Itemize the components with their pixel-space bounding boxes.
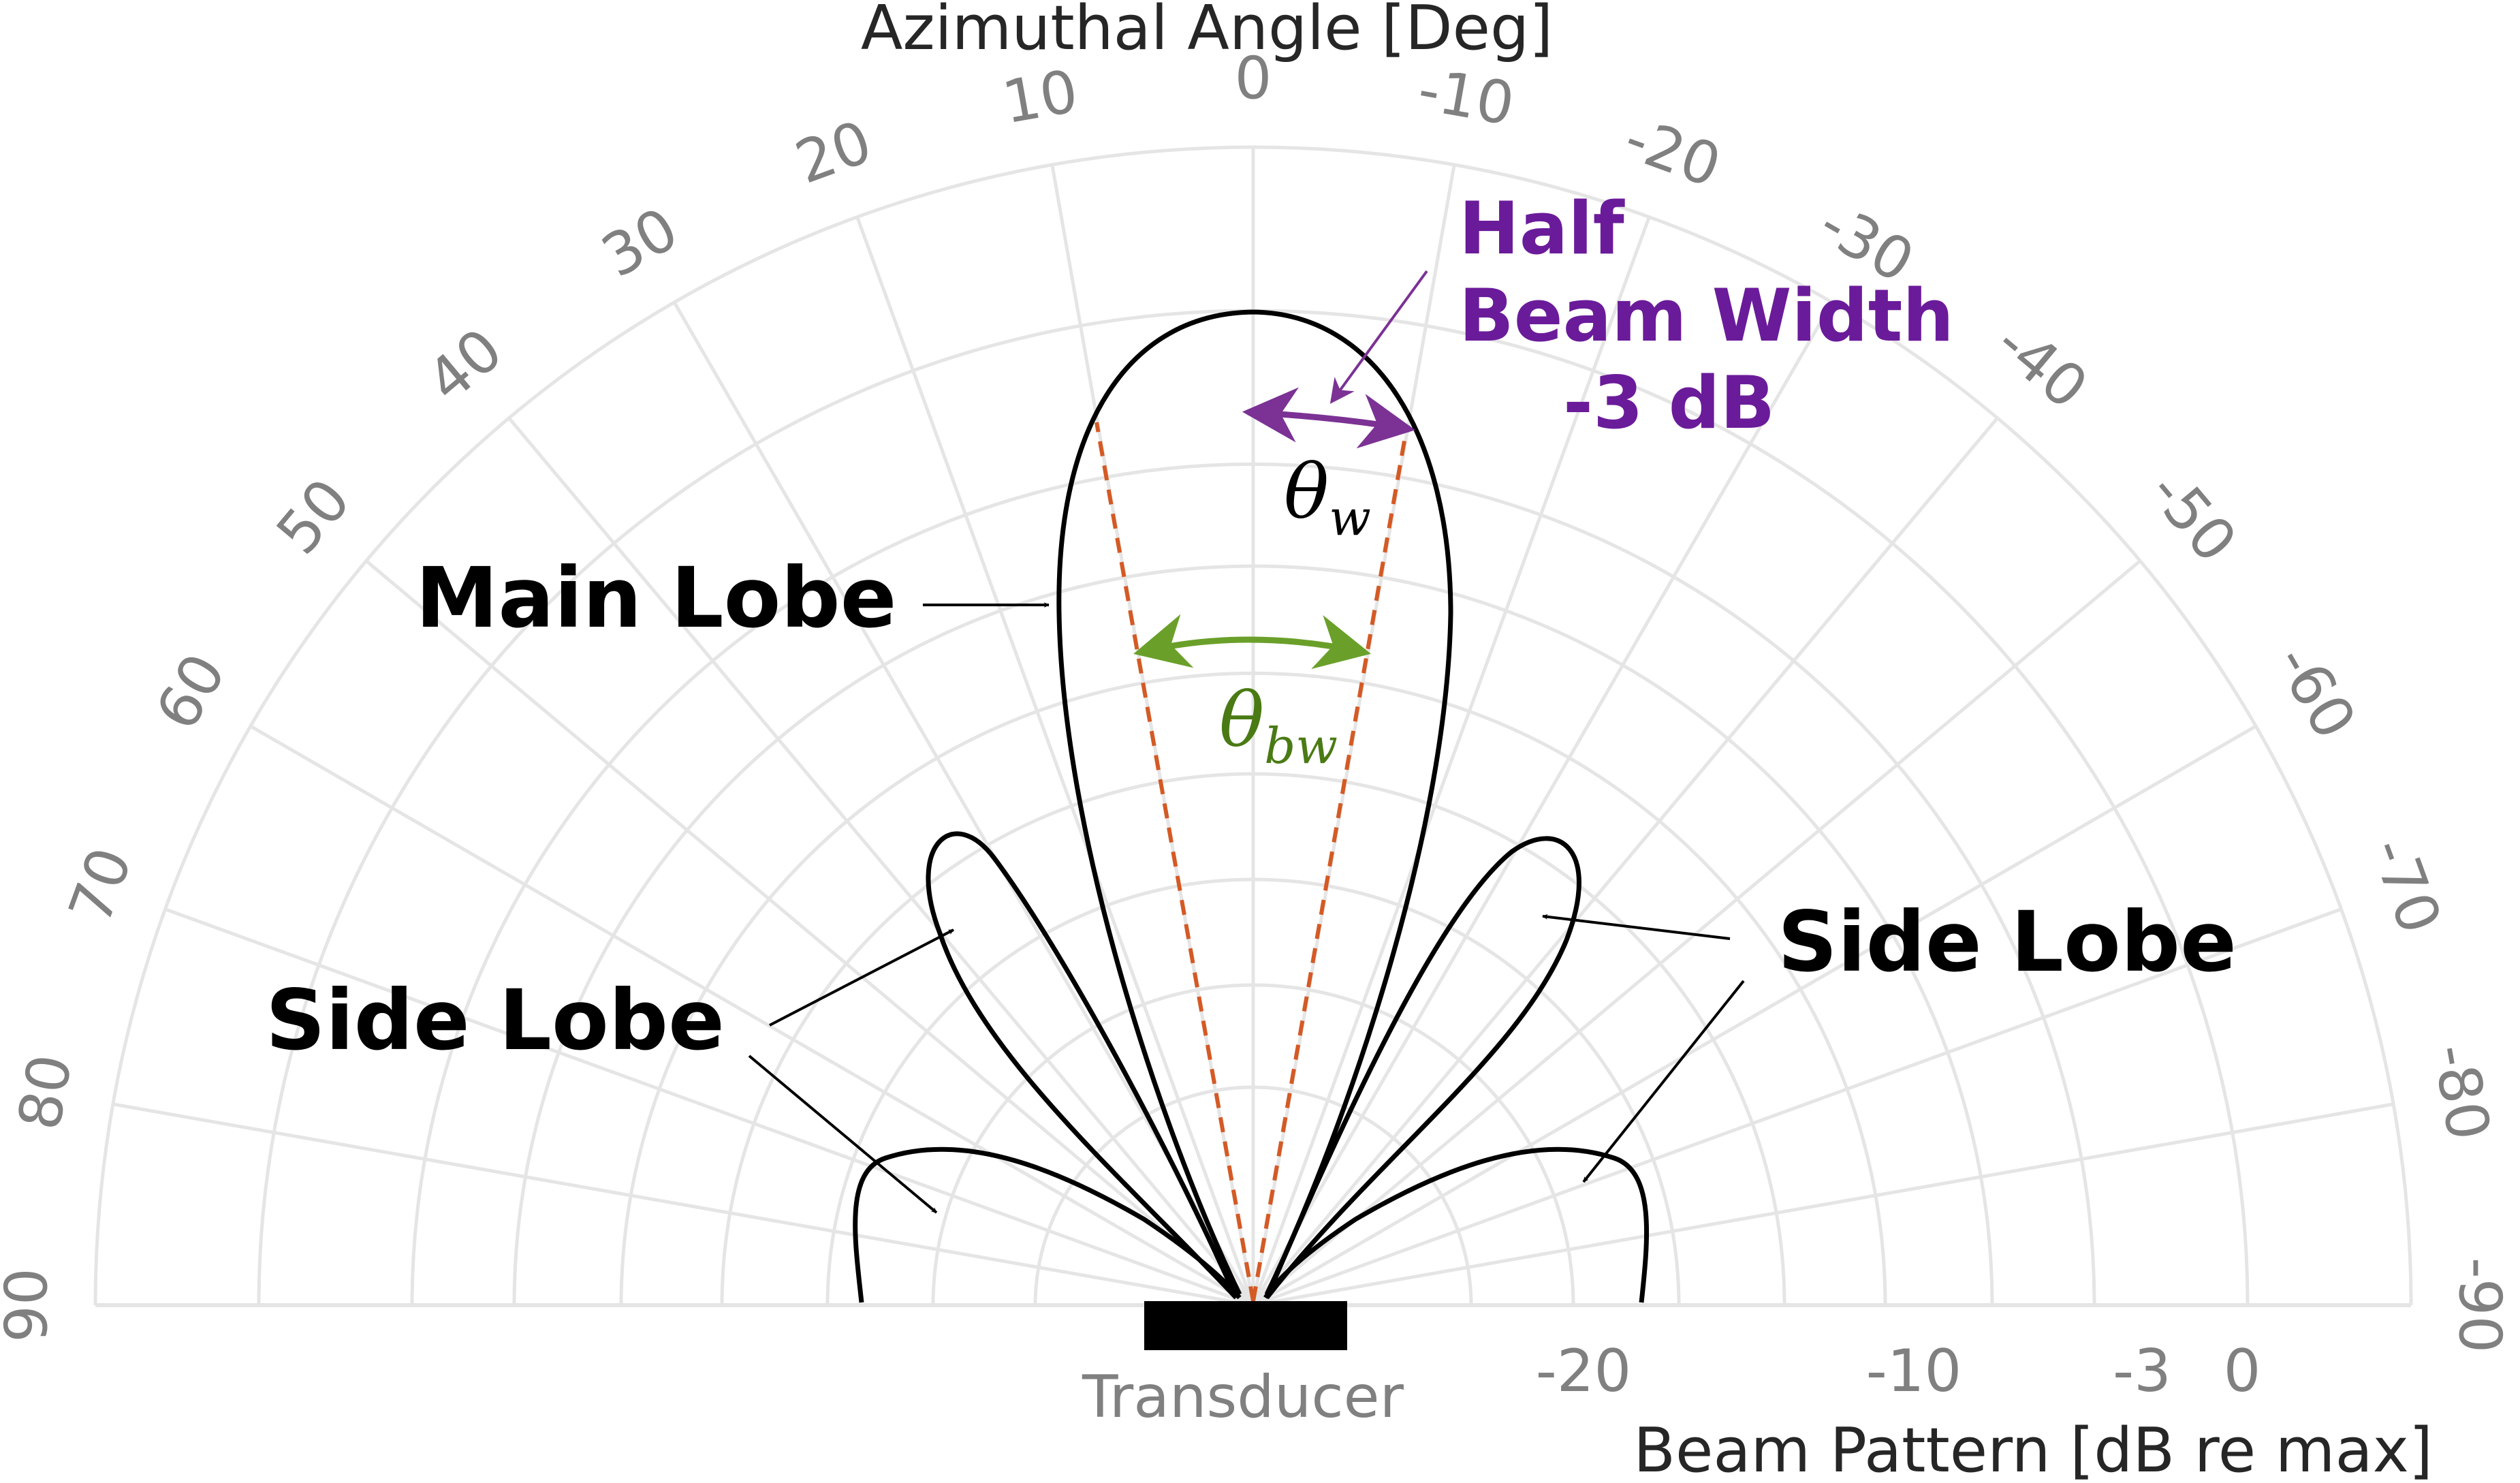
angular-tick-label: 20 bbox=[787, 108, 881, 197]
side-lobe-right-label: Side Lobe bbox=[1778, 894, 2237, 990]
main-lobe-label: Main Lobe bbox=[415, 550, 897, 646]
side-lobe-left-upper-curve bbox=[926, 831, 1239, 1300]
side-lobe-right-pointer-upper bbox=[1542, 914, 1731, 940]
transducer-block bbox=[1144, 1301, 1347, 1350]
angular-tick-label: 60 bbox=[143, 642, 239, 741]
grid-spoke bbox=[249, 724, 1255, 1307]
angular-tick-label: -60 bbox=[2262, 634, 2369, 751]
angular-tick-label: -40 bbox=[1983, 309, 2100, 422]
grid-spoke bbox=[1252, 724, 2257, 1307]
radial-tick-label: -20 bbox=[1536, 1337, 1631, 1405]
grid-spoke bbox=[1252, 559, 2141, 1307]
half-beam-dashed-line-right bbox=[1251, 428, 1408, 1302]
side-lobe-left-lower-curve bbox=[853, 1146, 1242, 1303]
half-beam-width-label: Beam Width bbox=[1459, 274, 1954, 358]
half-beam-width-label: -3 dB bbox=[1563, 361, 1775, 445]
grid-spoke bbox=[507, 417, 1255, 1307]
grid-spoke bbox=[112, 1102, 1254, 1307]
angular-tick-label: -80 bbox=[2419, 1039, 2503, 1145]
angular-tick-label: -20 bbox=[1616, 104, 1729, 201]
radial-axis-title: Beam Pattern [dB re max] bbox=[1633, 1415, 2433, 1483]
angular-tick-label: -10 bbox=[1413, 55, 1519, 139]
side-lobe-right-upper-curve bbox=[1264, 836, 1581, 1300]
side-lobe-left-label: Side Lobe bbox=[266, 972, 725, 1069]
angular-tick-label: 90 bbox=[0, 1268, 61, 1342]
angular-tick-label: -50 bbox=[2136, 458, 2250, 576]
half-beam-width-pointer bbox=[1329, 270, 1428, 404]
theta-w-arrow bbox=[1242, 387, 1415, 449]
radial-tick-label: -10 bbox=[1866, 1337, 1962, 1405]
angular-tick-label: -90 bbox=[2446, 1258, 2514, 1353]
grid-spoke bbox=[1251, 216, 1651, 1306]
angular-tick-label: 10 bbox=[998, 57, 1083, 137]
theta-w-label: θw bbox=[1284, 448, 1371, 546]
half-beam-width-label: Half bbox=[1459, 187, 1626, 270]
grid-spoke bbox=[1253, 1102, 2394, 1307]
theta-bw-label: θbw bbox=[1219, 676, 1338, 775]
angular-tick-label: 0 bbox=[1235, 44, 1272, 112]
grid-spoke bbox=[855, 216, 1255, 1306]
side-lobe-right-pointer-lower bbox=[1582, 980, 1745, 1183]
radial-tick-label: 0 bbox=[2224, 1337, 2261, 1405]
angular-tick-label: 70 bbox=[56, 839, 145, 933]
angular-axis-title: Azimuthal Angle [Deg] bbox=[861, 0, 1553, 64]
main-lobe-curve bbox=[1056, 309, 1453, 1296]
angular-tick-label: -70 bbox=[2357, 829, 2454, 942]
grid-spoke bbox=[365, 559, 1255, 1307]
half-beam-dashed-line-left bbox=[1094, 422, 1255, 1302]
angular-tick-label: 30 bbox=[590, 195, 689, 291]
angular-tick-label: 50 bbox=[264, 467, 364, 567]
grid-spoke bbox=[1252, 417, 1999, 1307]
grid-spoke bbox=[1251, 301, 1834, 1307]
radial-tick-labels: -20 -10 -3 0 bbox=[1536, 1337, 2261, 1405]
grid-spoke bbox=[1253, 907, 2342, 1307]
side-lobe-left-pointer-lower bbox=[748, 1055, 938, 1214]
angular-tick-label: 80 bbox=[5, 1050, 85, 1135]
radial-tick-label: -3 bbox=[2113, 1337, 2171, 1405]
grid-spoke bbox=[164, 907, 1254, 1307]
theta-bw-arrow bbox=[1133, 614, 1371, 670]
angular-tick-label: 40 bbox=[415, 315, 516, 416]
side-lobe-right-lower-curve bbox=[1263, 1146, 1650, 1303]
side-lobe-left-pointer-upper bbox=[769, 928, 954, 1027]
transducer-label: Transducer bbox=[1082, 1363, 1404, 1431]
